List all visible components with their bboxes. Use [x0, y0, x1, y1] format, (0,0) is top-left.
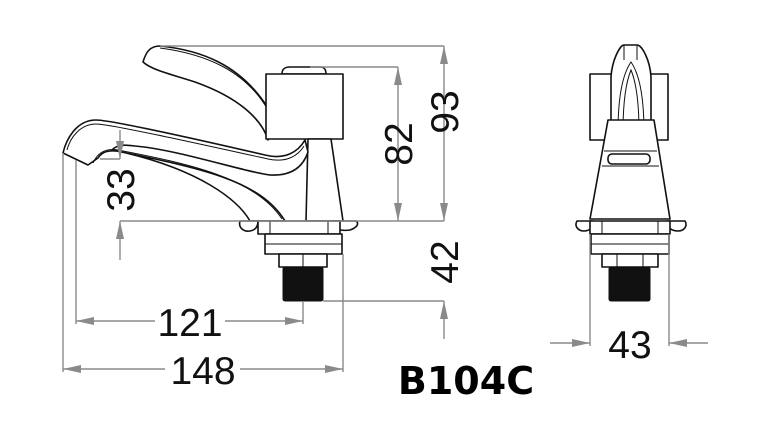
dim-label-43: 43: [608, 324, 651, 367]
side-view: [62, 45, 359, 302]
dim-label-33: 33: [100, 168, 143, 211]
body-column: [305, 138, 344, 222]
model-code: B104C: [398, 359, 534, 403]
dim-label-82: 82: [378, 122, 421, 165]
dim-label-148: 148: [170, 350, 235, 393]
dim-label-42: 42: [424, 240, 467, 283]
threaded-shank: [282, 266, 324, 302]
dim-label-93: 93: [424, 90, 467, 133]
front-body: [589, 119, 671, 220]
spout: [62, 119, 309, 222]
lever-handle: [142, 45, 269, 141]
front-threaded-shank: [608, 266, 651, 302]
front-indicator-slot: [607, 153, 651, 165]
dim-label-121: 121: [157, 302, 222, 345]
handle-block: [265, 73, 344, 140]
front-view: [575, 44, 687, 302]
handle-cap-top: [281, 66, 327, 75]
base-flange: [238, 220, 359, 302]
dimension-lines: [62, 45, 708, 373]
